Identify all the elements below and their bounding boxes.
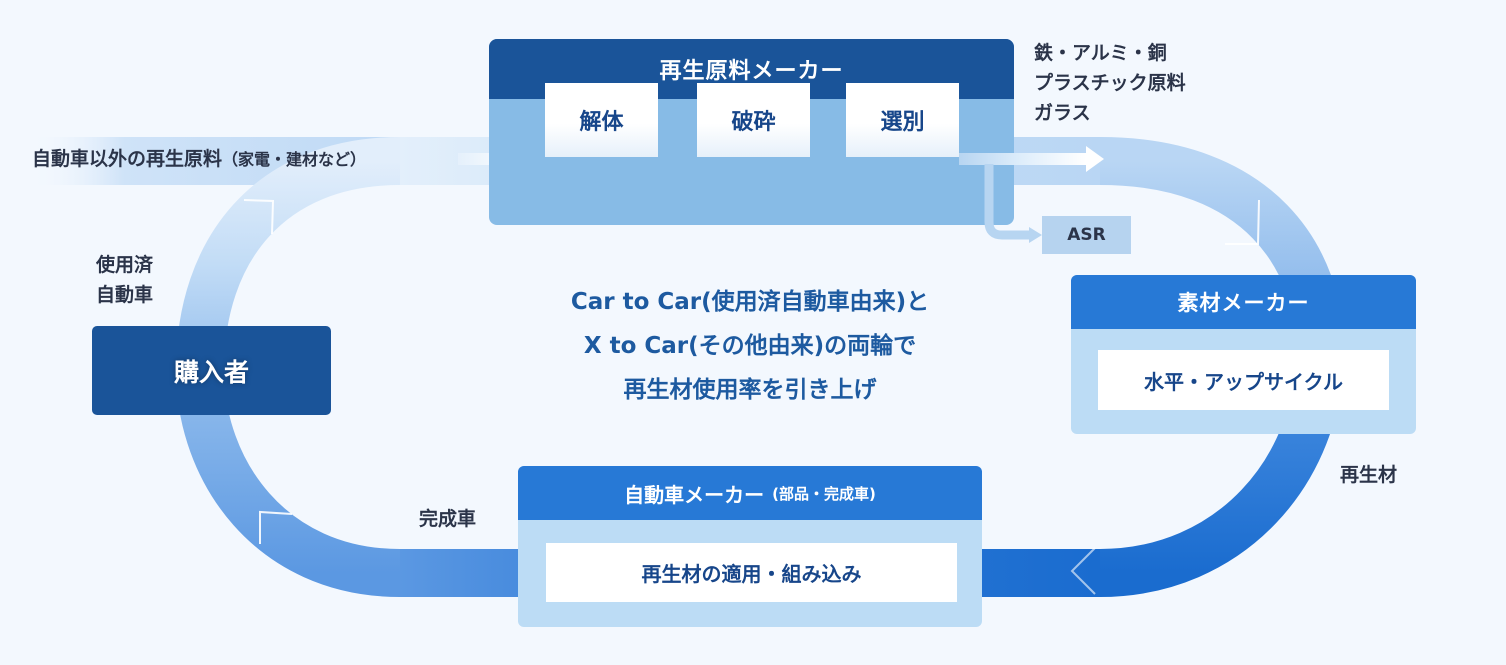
- non-auto-input-label: 自動車以外の再生原料（家電・建材など）: [32, 145, 366, 174]
- center-message-line2: X to Car(その他由来)の両輪で: [583, 333, 917, 359]
- used-car-label-line1: 使用済: [96, 254, 154, 276]
- auto-maker-note: (部品・完成車): [772, 484, 876, 503]
- step-crush: 破砕: [697, 83, 810, 157]
- material-maker-title: 素材メーカー: [1071, 275, 1416, 329]
- material-maker-activity: 水平・アップサイクル: [1098, 350, 1389, 410]
- output-arrow-shaft: [959, 153, 1086, 165]
- used-car-label: 使用済 自動車: [96, 250, 153, 310]
- center-message-line1: Car to Car(使用済自動車由来)と: [570, 289, 930, 315]
- buyer-box: 購入者: [92, 326, 331, 415]
- asr-arrow-head-icon: [1029, 227, 1042, 243]
- output-material-metals: 鉄・アルミ・銅: [1034, 42, 1167, 64]
- step-dismantle: 解体: [545, 83, 658, 157]
- auto-maker-header: 自動車メーカー (部品・完成車): [518, 466, 982, 520]
- chevron-left-top-icon: [243, 199, 275, 235]
- non-auto-input-text: 自動車以外の再生原料: [32, 148, 223, 170]
- chevron-right-arc-icon: [1225, 199, 1260, 245]
- output-material-glass: ガラス: [1034, 102, 1091, 124]
- material-maker-panel: 素材メーカー 水平・アップサイクル: [1071, 275, 1416, 434]
- chevron-left-bottom-icon: [259, 510, 293, 544]
- output-materials-list: 鉄・アルミ・銅 プラスチック原料 ガラス: [1034, 38, 1186, 128]
- finished-car-label: 完成車: [419, 508, 477, 530]
- non-auto-input-note: （家電・建材など）: [222, 150, 367, 169]
- asr-branch-line: [984, 164, 1030, 240]
- output-arrow-head-icon: [1086, 146, 1104, 172]
- output-material-plastic: プラスチック原料: [1034, 72, 1186, 94]
- step-sort: 選別: [846, 83, 959, 157]
- center-message-line3: 再生材使用率を引き上げ: [623, 377, 877, 403]
- recycled-material-label: 再生材: [1340, 464, 1398, 486]
- auto-maker-title: 自動車メーカー: [624, 482, 765, 507]
- auto-maker-panel: 自動車メーカー (部品・完成車) 再生材の適用・組み込み: [518, 466, 982, 627]
- chevron-bottom-icon: [1070, 547, 1096, 595]
- center-message: Car to Car(使用済自動車由来)と X to Car(その他由来)の両輪…: [480, 280, 1020, 412]
- used-car-label-line2: 自動車: [96, 284, 154, 306]
- auto-maker-activity: 再生材の適用・組み込み: [546, 543, 957, 602]
- asr-box: ASR: [1042, 216, 1131, 254]
